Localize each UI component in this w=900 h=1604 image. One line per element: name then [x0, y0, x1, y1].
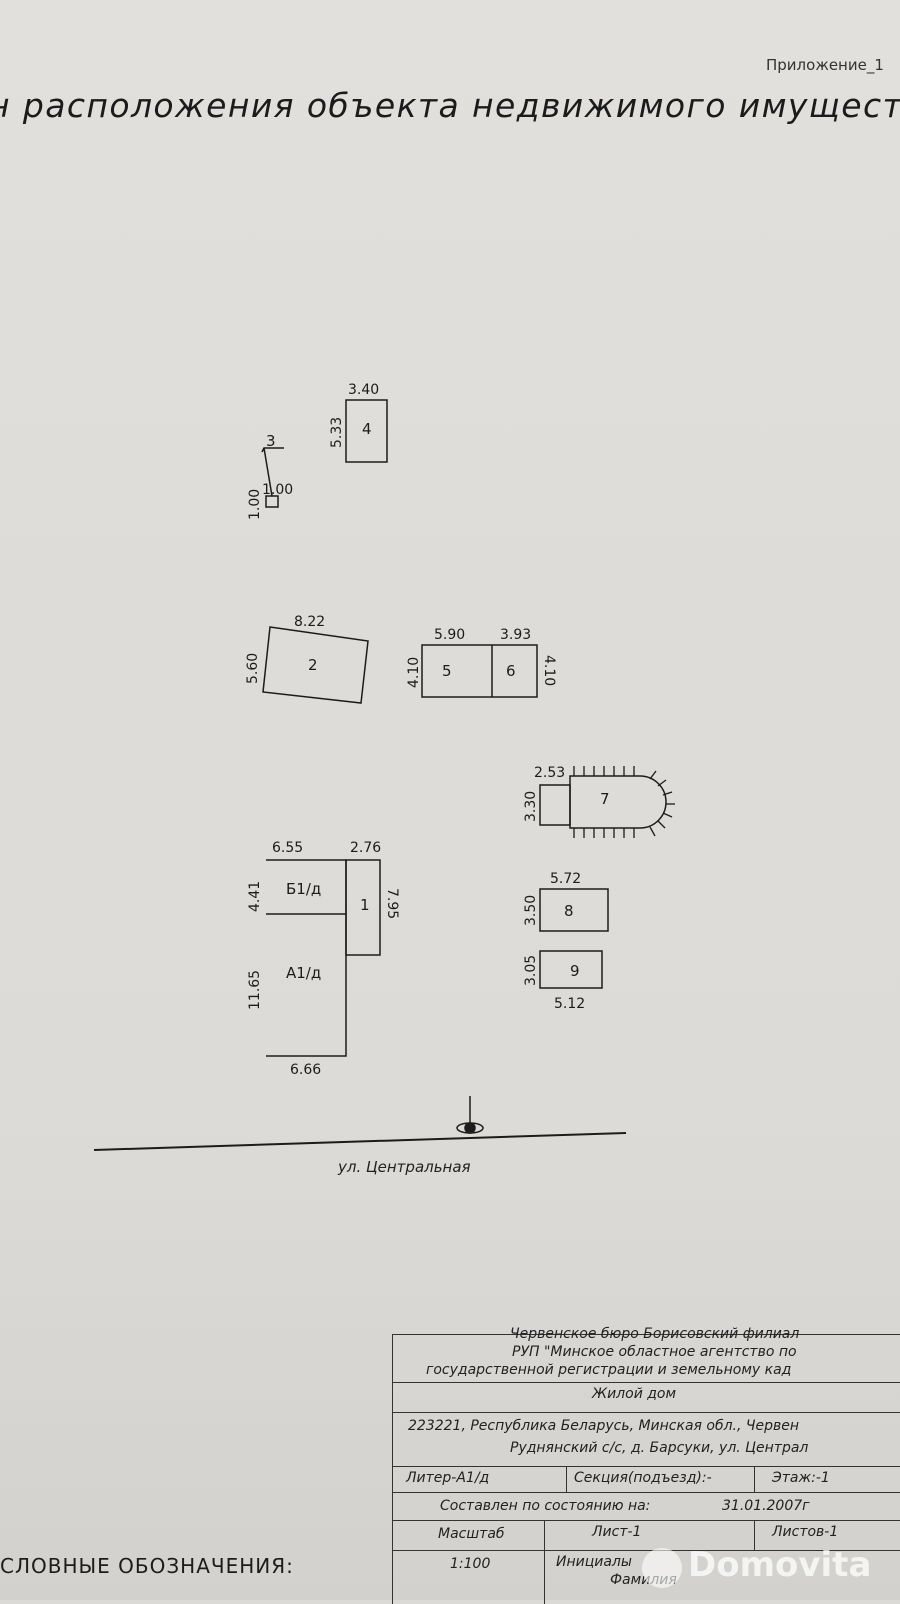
label-2: 2 — [308, 656, 318, 674]
label-1: 1 — [360, 896, 370, 914]
label-4: 4 — [362, 420, 372, 438]
title-block-divider — [566, 1466, 567, 1492]
dim-5-height: 4.10 — [406, 657, 422, 688]
title-block-row — [392, 1492, 900, 1493]
building-7-porch — [539, 784, 571, 826]
structure-3-outline — [265, 495, 279, 508]
title-block-divider — [544, 1520, 545, 1604]
scale-label: Масштаб — [438, 1526, 505, 1542]
appendix-label: Приложение_1 — [766, 56, 884, 74]
street-name: ул. Центральная — [338, 1158, 471, 1176]
title-block-row — [392, 1550, 900, 1551]
dim-3-width: 1.00 — [262, 482, 293, 498]
dim-4-width: 3.40 — [348, 382, 379, 398]
initials-label: Инициалы — [556, 1554, 632, 1570]
label-A1: А1/д — [286, 964, 321, 982]
building-1-outline — [345, 859, 381, 956]
label-3: 3 — [266, 432, 276, 450]
label-7: 7 — [600, 790, 610, 808]
scale-value: 1:100 — [450, 1556, 491, 1572]
dim-9-width: 5.12 — [554, 996, 585, 1012]
dim-7-width: 2.53 — [534, 765, 565, 781]
label-9: 9 — [570, 962, 580, 980]
title-block-divider — [754, 1466, 755, 1492]
section: Секция(подъезд):- — [574, 1470, 712, 1486]
watermark-logo-icon — [642, 1548, 682, 1588]
title-block-row — [392, 1334, 900, 1335]
dim-8-height: 3.50 — [523, 895, 539, 926]
building-8-outline — [539, 888, 609, 932]
label-5: 5 — [442, 662, 452, 680]
dim-8-width: 5.72 — [550, 871, 581, 887]
dim-4-height: 5.33 — [329, 417, 345, 448]
valve-icon — [464, 1122, 476, 1134]
title-block-border — [392, 1334, 393, 1604]
dim-B1-width: 6.55 — [272, 840, 303, 856]
dim-2-height: 5.60 — [245, 653, 261, 684]
dim-2-width: 8.22 — [294, 614, 325, 630]
legend-title: СЛОВНЫЕ ОБОЗНАЧЕНИЯ: — [0, 1554, 294, 1578]
dim-6-height: 4.10 — [541, 655, 557, 686]
dim-7-height: 3.30 — [523, 791, 539, 822]
building-7-outline — [569, 775, 667, 829]
title-block-row — [392, 1520, 900, 1521]
address-line-2: Руднянский с/с, д. Барсуки, ул. Централ — [510, 1440, 809, 1456]
dim-A1-height: 11.65 — [247, 970, 263, 1010]
dim-6-width: 3.93 — [500, 627, 531, 643]
dim-1-height: 7.95 — [384, 888, 400, 919]
house-A1-outline — [266, 859, 347, 1057]
dim-1-width: 2.76 — [350, 840, 381, 856]
label-6: 6 — [506, 662, 516, 680]
liter: Литер-А1/д — [406, 1470, 490, 1486]
label-B1: Б1/д — [286, 880, 321, 898]
building-5-6-outline — [421, 644, 538, 698]
watermark: Domovita — [688, 1545, 872, 1585]
date-label: Составлен по состоянию на: — [440, 1498, 651, 1514]
building-4-outline — [345, 399, 388, 463]
title-block: Червенское бюро Борисовский филиал РУП "… — [392, 1326, 900, 1604]
building-7-hatch — [573, 766, 675, 838]
org-line-1: Червенское бюро Борисовский филиал — [510, 1326, 800, 1342]
floor: Этаж:-1 — [772, 1470, 830, 1486]
org-line-2: РУП "Минское областное агентство по — [512, 1344, 797, 1360]
label-8: 8 — [564, 902, 574, 920]
survey-date: 31.01.2007г — [722, 1498, 810, 1514]
title-block-row — [392, 1412, 900, 1413]
valve-ring-icon — [456, 1122, 484, 1134]
building-9-outline — [539, 950, 603, 989]
dim-B1-height: 4.41 — [247, 881, 263, 912]
dim-3-height: 1.00 — [247, 489, 263, 520]
street-line — [93, 1132, 627, 1151]
sheets-label: Листов-1 — [772, 1524, 839, 1540]
dim-9-height: 3.05 — [523, 955, 539, 986]
title-block-divider — [754, 1520, 755, 1550]
object-type: Жилой дом — [592, 1386, 677, 1402]
dim-A1-width: 6.66 — [290, 1062, 321, 1078]
title-block-row — [392, 1466, 900, 1467]
structure-3-line — [263, 447, 273, 497]
org-line-3: государственной регистрации и земельному… — [426, 1362, 792, 1378]
sheet-label: Лист-1 — [592, 1524, 642, 1540]
building-2-outline — [262, 626, 369, 704]
address-line-1: 223221, Республика Беларусь, Минская обл… — [408, 1418, 800, 1434]
title-block-row — [392, 1382, 900, 1383]
dim-5-width: 5.90 — [434, 627, 465, 643]
page-title: н расположения объекта недвижимого имуще… — [0, 86, 900, 125]
